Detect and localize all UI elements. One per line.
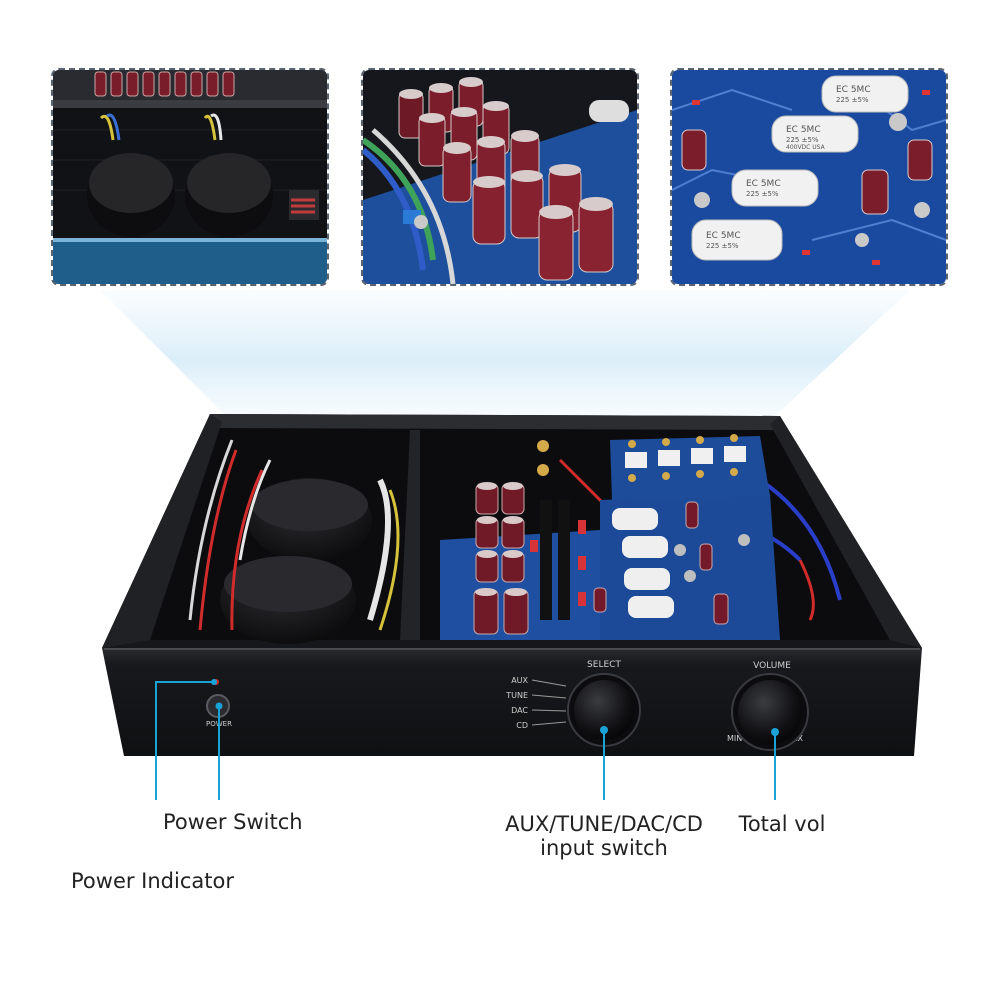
volume-knob[interactable] [738,680,802,744]
svg-text:EC 5MC: EC 5MC [786,125,821,135]
svg-text:225 ±5%: 225 ±5% [706,242,739,250]
tune-panel-label: TUNE [505,691,528,700]
volume-panel-label: VOLUME [753,661,791,671]
heatsinks [540,500,570,620]
capacitor-bank-closeup [363,70,637,284]
input-relays [625,446,746,468]
film-capacitor-closeup: EC 5MC EC 5MC EC 5MC EC 5MC 225 ±5% 225 … [672,70,946,284]
front-panel [102,648,922,756]
cap-value-text: 225 ±5% [836,96,869,104]
input-selector-knob[interactable] [574,680,634,740]
detail-photo-capacitors [361,68,639,286]
min-panel-label: MIN [727,734,742,743]
dac-panel-label: DAC [511,706,528,715]
wiring [188,439,842,631]
detail-photo-film-capacitors: EC 5MC EC 5MC EC 5MC EC 5MC 225 ±5% 225 … [670,68,948,286]
aux-panel-label: AUX [511,676,528,685]
input-switch-callout-line1: AUX/TUNE/DAC/CD [505,812,703,836]
transformer-closeup [53,70,327,284]
cap-brand-text: EC 5MC [836,85,871,95]
svg-text:EC 5MC: EC 5MC [706,231,741,241]
cd-panel-label: CD [516,721,528,730]
callout-lines [155,681,776,800]
total-vol-callout: Total vol [738,812,826,836]
power-indicator-callout: Power Indicator [71,869,234,893]
toroidal-transformers [220,478,372,644]
cap-voltage-text: 400VDC USA [786,144,826,151]
rca-jacks [537,440,549,476]
input-switch-callout-line2: input switch [540,836,668,860]
select-panel-label: SELECT [587,660,621,670]
svg-text:225 ±5%: 225 ±5% [746,190,779,198]
svg-text:225 ±5%: 225 ±5% [786,136,819,144]
amplifier-illustration: POWER SELECT AUX TUNE DAC CD VOLUME MIN … [102,414,922,800]
power-switch-callout: Power Switch [163,810,303,834]
main-capacitor-bank [473,482,529,635]
film-capacitors [612,508,674,618]
svg-text:EC 5MC: EC 5MC [746,179,781,189]
detail-photo-transformers [51,68,329,286]
